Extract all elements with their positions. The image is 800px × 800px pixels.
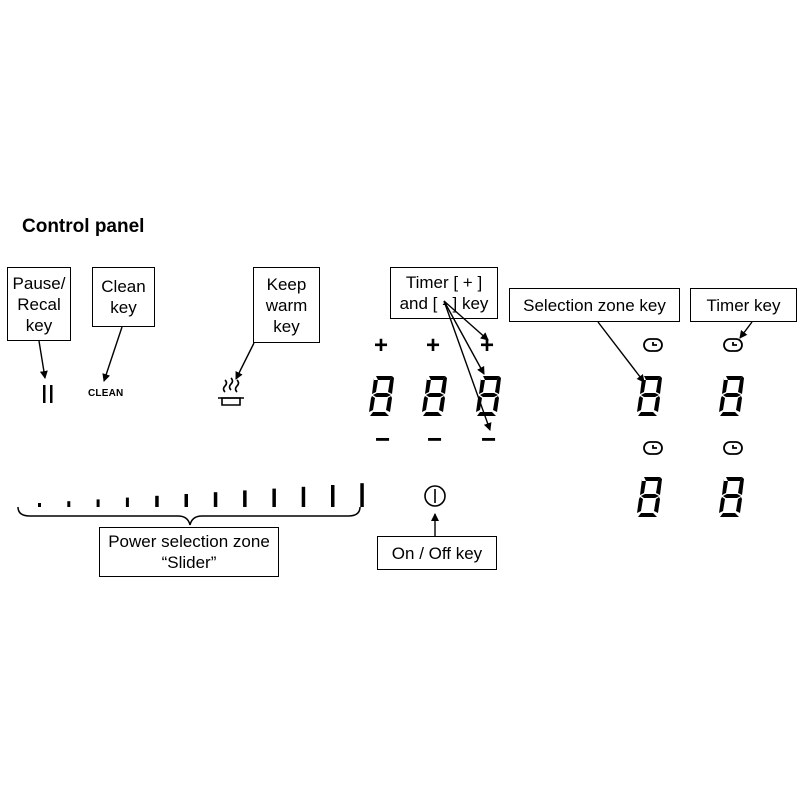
timer-clock-icon[interactable] bbox=[643, 338, 663, 352]
slider-level-1[interactable] bbox=[38, 503, 41, 507]
timer-clock-icon[interactable] bbox=[643, 441, 663, 455]
zone-display-bottom-right bbox=[719, 477, 744, 517]
slider-level-3[interactable] bbox=[96, 499, 100, 507]
arrow-timer-key bbox=[739, 321, 753, 339]
arrow-timer-minus bbox=[443, 300, 492, 431]
label-timer-plus-minus: Timer [ + ] and [ - ] key bbox=[390, 267, 498, 319]
slider-level-10[interactable] bbox=[301, 486, 306, 507]
timer-clock-icon[interactable] bbox=[723, 441, 743, 455]
arrow-timer-plus bbox=[443, 300, 489, 341]
label-pause-key: Pause/ Recal key bbox=[7, 267, 71, 341]
arrow-pause bbox=[38, 340, 48, 379]
arrow-timer-display bbox=[443, 300, 485, 375]
timer-clock-icon[interactable] bbox=[723, 338, 743, 352]
timer-minus-key-3[interactable]: − bbox=[481, 424, 497, 454]
arrow-selection-zone bbox=[597, 321, 645, 383]
pause-icon[interactable] bbox=[43, 385, 53, 403]
timer-display-digit-3 bbox=[476, 376, 501, 416]
zone-display-top-right bbox=[719, 376, 744, 416]
slider-level-8[interactable] bbox=[243, 490, 247, 507]
slider-level-9[interactable] bbox=[272, 488, 276, 507]
keep-warm-pot-icon[interactable] bbox=[218, 377, 244, 406]
arrow-clean bbox=[102, 326, 123, 382]
page-title: Control panel bbox=[22, 216, 145, 237]
label-on-off-key: On / Off key bbox=[377, 536, 497, 570]
clean-key[interactable]: CLEAN bbox=[88, 388, 124, 399]
zone-display-bottom-left bbox=[637, 477, 662, 517]
slider-level-11[interactable] bbox=[331, 485, 335, 507]
power-slider[interactable] bbox=[38, 483, 364, 507]
timer-display-digit-1 bbox=[369, 376, 394, 416]
slider-level-6[interactable] bbox=[184, 494, 189, 507]
label-power-selection-zone: Power selection zone “Slider” bbox=[99, 527, 279, 577]
timer-minus-key-1[interactable]: − bbox=[375, 424, 391, 454]
slider-brace bbox=[17, 506, 361, 526]
label-keep-warm-key: Keep warm key bbox=[253, 267, 320, 343]
slider-level-12[interactable] bbox=[360, 483, 364, 507]
timer-plus-key-2[interactable]: + bbox=[426, 332, 441, 359]
timer-display-digit-2 bbox=[422, 376, 447, 416]
zone-display-top-left bbox=[637, 376, 662, 416]
slider-level-4[interactable] bbox=[125, 497, 129, 507]
slider-level-5[interactable] bbox=[155, 495, 159, 507]
timer-plus-key-1[interactable]: + bbox=[374, 332, 389, 359]
label-timer-key: Timer key bbox=[690, 288, 797, 322]
timer-minus-key-2[interactable]: − bbox=[427, 424, 443, 454]
arrow-keep-warm bbox=[235, 342, 255, 380]
slider-level-7[interactable] bbox=[213, 492, 218, 507]
label-clean-key: Clean key bbox=[92, 267, 155, 327]
label-selection-zone-key: Selection zone key bbox=[509, 288, 680, 322]
power-icon[interactable] bbox=[424, 485, 446, 507]
slider-level-2[interactable] bbox=[67, 501, 71, 507]
